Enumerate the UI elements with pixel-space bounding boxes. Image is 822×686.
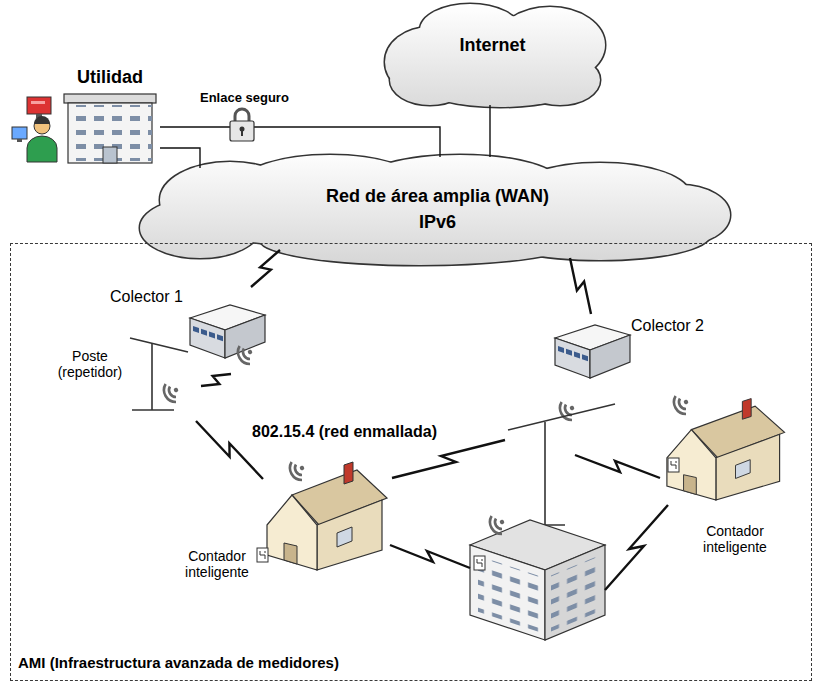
meter-icon <box>668 458 679 472</box>
ami-region: AMI (Infraestructura avanzada de medidor… <box>10 243 812 681</box>
node-text: Contador inteligente <box>689 523 781 555</box>
node-text: AMI (Infraestructura avanzada de medidor… <box>18 654 538 671</box>
meter-house-node: Contador inteligente <box>263 456 388 576</box>
pole-repeater <box>130 338 188 410</box>
meter-house-node: Contador inteligente <box>663 393 786 506</box>
radio-link <box>390 440 668 590</box>
radio-icon <box>160 380 183 405</box>
radio-icon <box>670 392 693 417</box>
radio-link <box>201 374 231 386</box>
wan-cloud <box>140 155 730 265</box>
radio-link <box>196 421 263 479</box>
operator-figure <box>12 97 57 162</box>
network-label: 802.15.4 (red enmallada) <box>250 423 439 441</box>
lock-icon <box>230 109 254 141</box>
node-text: Colector 1 <box>110 288 202 306</box>
radio-icon <box>286 458 309 483</box>
radio-icon <box>486 512 509 537</box>
utility-building <box>64 94 156 163</box>
node-text: Colector 2 <box>631 317 716 335</box>
node-text: Poste (repetidor) <box>51 348 129 380</box>
wired-link <box>160 127 440 157</box>
radio-icon <box>234 342 257 367</box>
node-text: Utilidad <box>60 67 160 88</box>
node-text: Internet <box>385 35 600 56</box>
wan-node: Red de área amplia (WAN) IPv6 <box>150 150 725 260</box>
node-text: Red de área amplia (WAN) <box>150 186 725 207</box>
node-text: IPv6 <box>150 212 725 233</box>
collector-node: Colector 2 <box>551 313 716 393</box>
house <box>267 462 387 570</box>
radio-link <box>251 250 280 287</box>
radio-icon <box>556 398 579 423</box>
internet-node: Internet <box>385 5 600 107</box>
wired-link <box>489 105 490 157</box>
collector-device <box>555 325 630 378</box>
collector-node: Colector 1 <box>106 286 271 374</box>
apartment-building <box>470 520 605 640</box>
meter-icon <box>474 556 485 570</box>
internet-cloud <box>385 4 605 107</box>
meter-icon <box>257 548 268 562</box>
wired-link <box>160 148 200 168</box>
node-text: Contador inteligente <box>175 548 259 580</box>
collector-device <box>190 305 265 358</box>
edge-label: Enlace seguro <box>198 91 291 106</box>
utility-node: Utilidad <box>60 65 160 165</box>
pole-node: Poste (repetidor) <box>51 336 201 421</box>
radio-link <box>570 258 591 314</box>
